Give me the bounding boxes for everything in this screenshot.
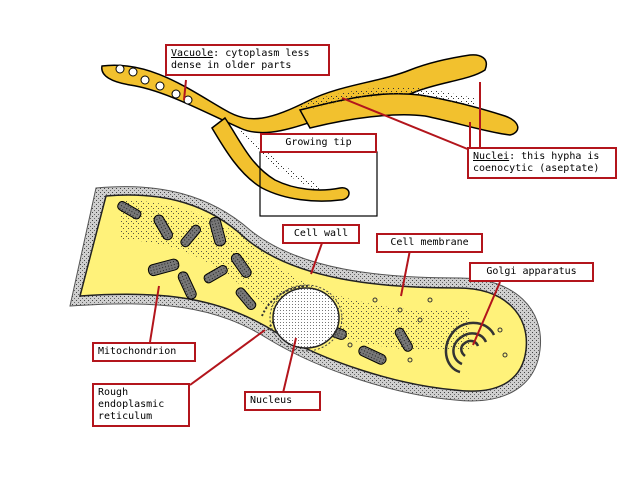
rough-er-line1: Rough: [98, 387, 184, 399]
nucleus-text: Nucleus: [250, 395, 292, 406]
vacuole-line2: dense in older parts: [171, 60, 324, 72]
nuclei-line2: coenocytic (aseptate): [473, 163, 611, 175]
golgi-label: Golgi apparatus: [469, 262, 594, 282]
golgi-text: Golgi apparatus: [486, 266, 576, 277]
rough-er-line2: endoplasmic: [98, 399, 184, 411]
growing-tip-text: Growing tip: [285, 137, 351, 148]
branching-hypha: [102, 55, 518, 201]
cell-wall-text: Cell wall: [294, 228, 348, 239]
mitochondrion-text: Mitochondrion: [98, 346, 176, 357]
vacuole-term: Vacuole: [171, 48, 213, 59]
nucleus-label: Nucleus: [244, 391, 321, 411]
vacuole-label: Vacuole: cytoplasm less dense in older p…: [165, 44, 330, 76]
rough-er-leader: [190, 330, 265, 385]
cell-wall-label: Cell wall: [282, 224, 360, 244]
nuclei-label: Nuclei: this hypha is coenocytic (asepta…: [467, 147, 617, 179]
nuclei-rest: : this hypha is: [509, 151, 599, 162]
cell-membrane-text: Cell membrane: [390, 237, 468, 248]
nuclei-term: Nuclei: [473, 151, 509, 162]
growing-tip-label: Growing tip: [260, 133, 377, 153]
vacuole-rest: : cytoplasm less: [213, 48, 309, 59]
mitochondrion-label: Mitochondrion: [92, 342, 196, 362]
rough-er-line3: reticulum: [98, 411, 184, 423]
hyphal-cell-section: [70, 187, 541, 401]
cell-membrane-label: Cell membrane: [376, 233, 483, 253]
rough-er-label: Rough endoplasmic reticulum: [92, 383, 190, 427]
